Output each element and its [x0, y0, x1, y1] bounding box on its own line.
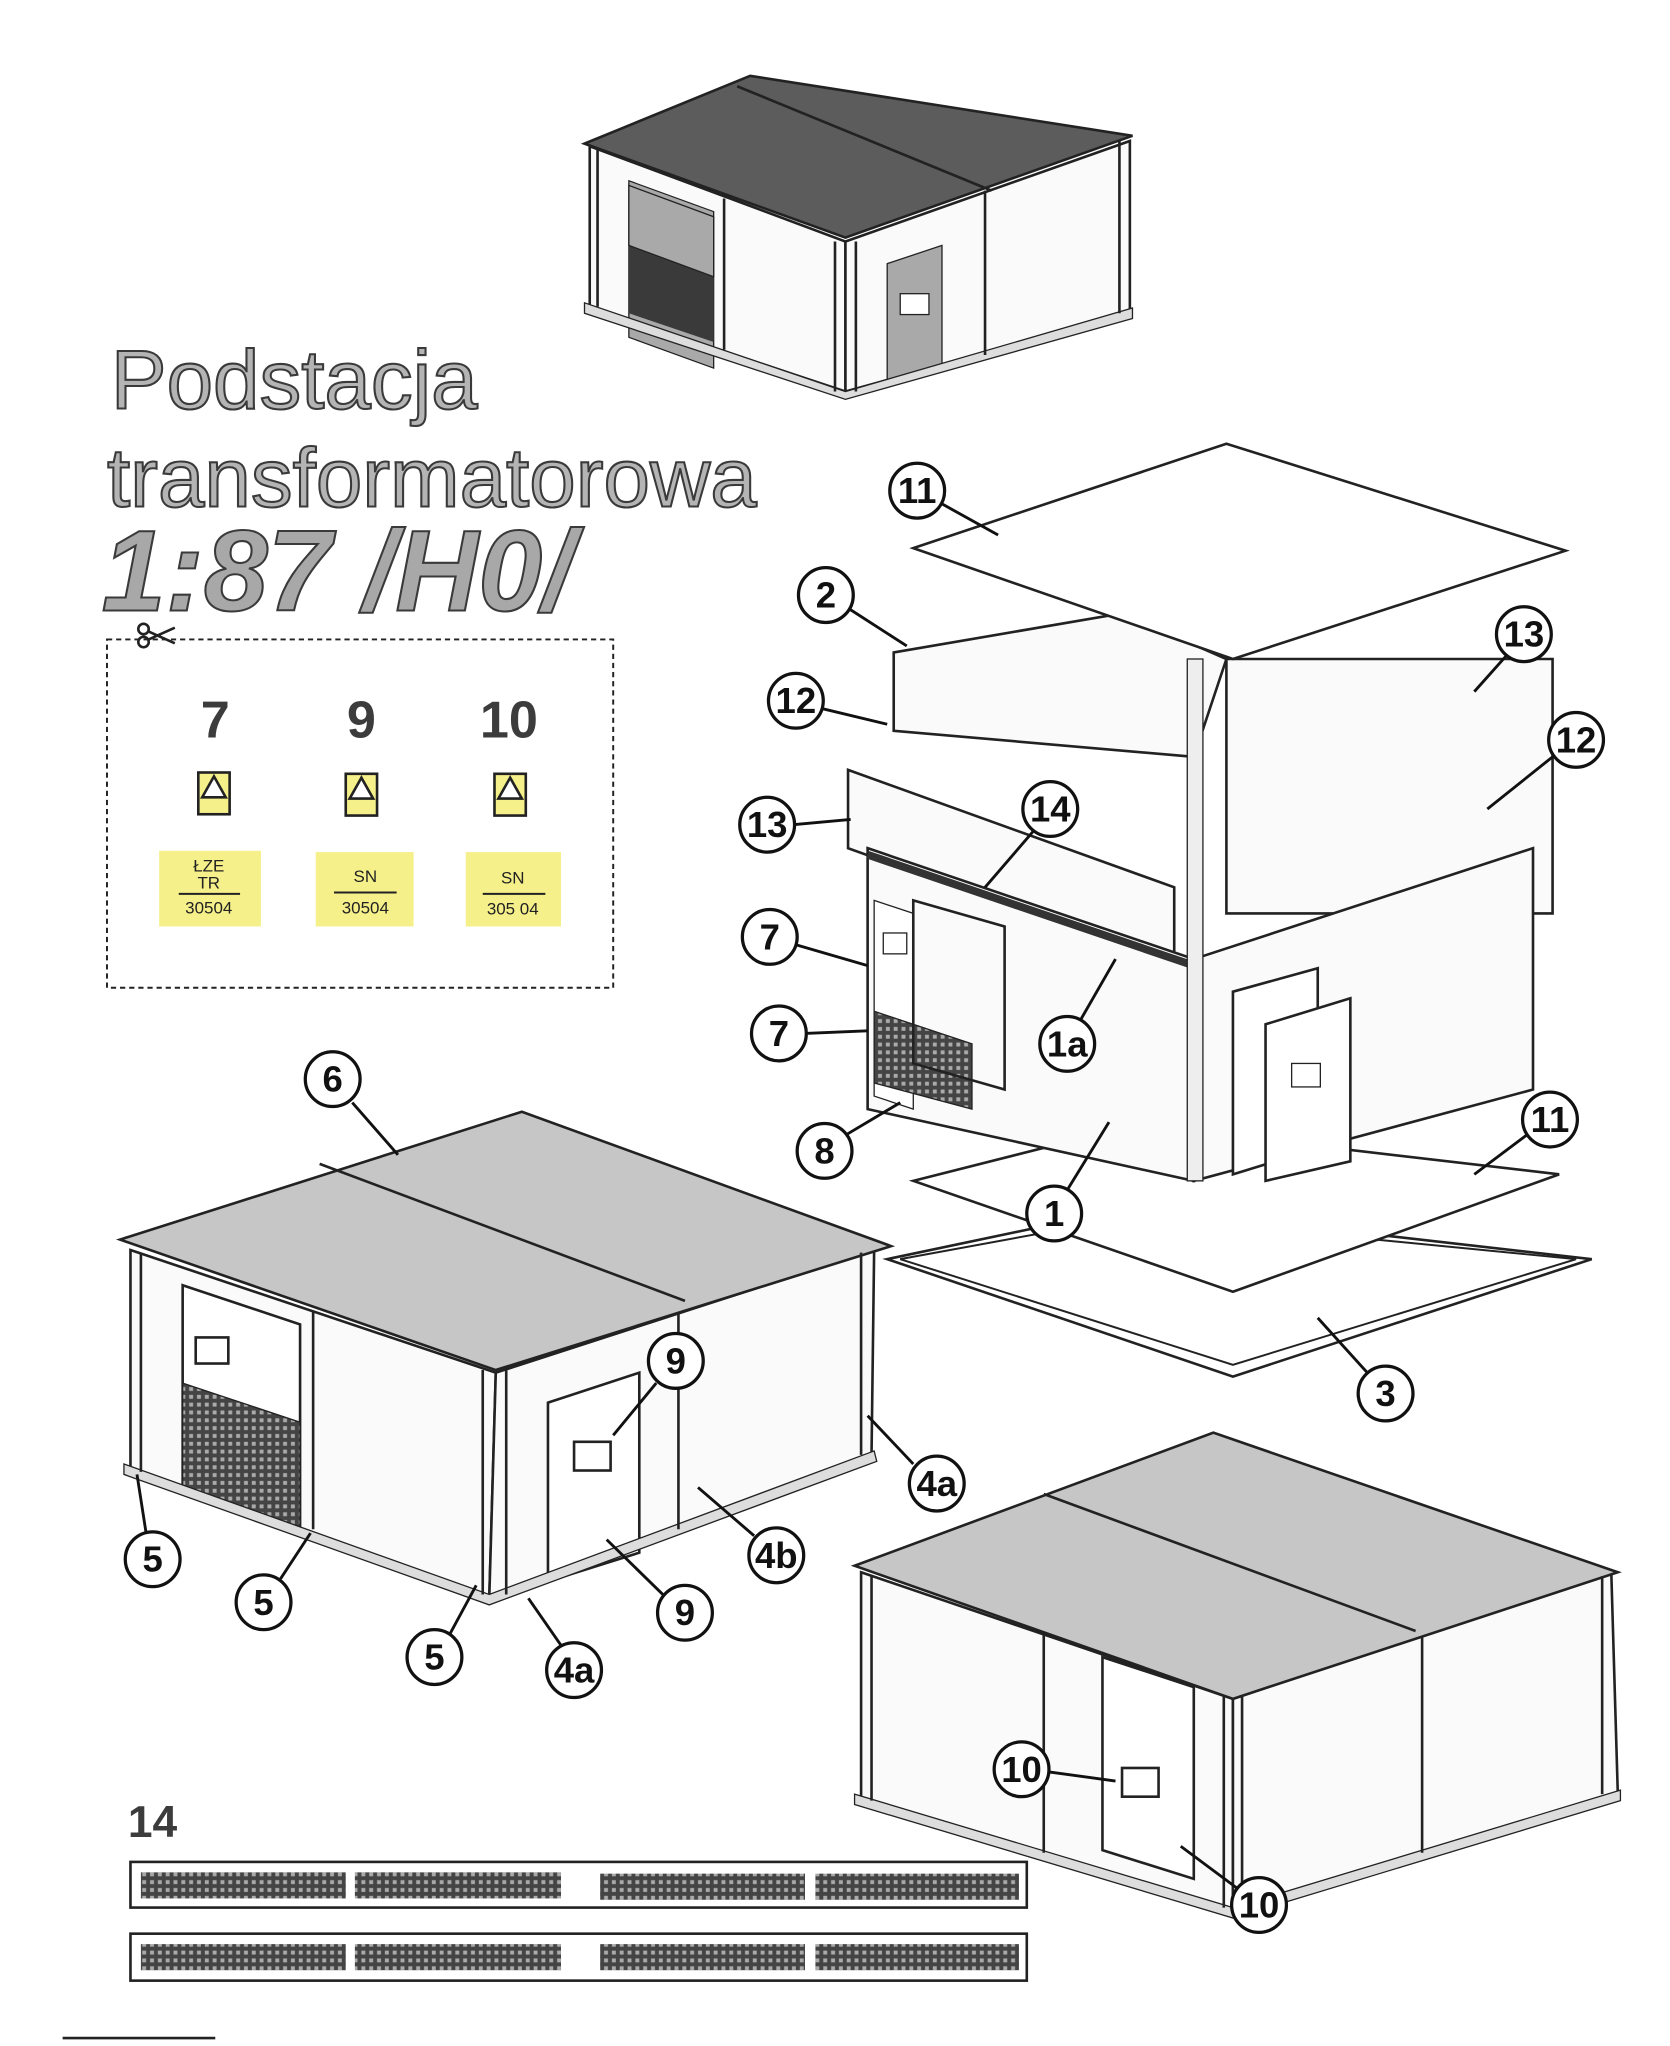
svg-text:13: 13	[747, 804, 788, 845]
exploded-assembly	[846, 442, 1593, 1378]
callout-12-left: 12	[766, 671, 888, 730]
callout-7-lower: 7	[749, 1004, 868, 1063]
callout-9-upper: 9	[612, 1331, 705, 1437]
svg-text:TR: TR	[197, 874, 220, 893]
yellow-label-9: SN 30504	[315, 852, 414, 927]
title-line-2: transformatorowa	[107, 430, 757, 524]
callout-8: 8	[795, 1101, 901, 1180]
svg-text:3: 3	[1375, 1373, 1395, 1414]
svg-text:7: 7	[769, 1013, 789, 1054]
svg-text:4a: 4a	[554, 1650, 595, 1691]
callout-6: 6	[303, 1050, 400, 1156]
callout-10-lower: 10	[1179, 1845, 1289, 1934]
finished-model-back	[850, 1431, 1622, 1919]
svg-text:30504: 30504	[342, 898, 389, 917]
title-line-1: Podstacja	[111, 332, 478, 426]
callout-5-a: 5	[123, 1474, 182, 1589]
svg-text:5: 5	[253, 1582, 273, 1623]
svg-text:8: 8	[814, 1130, 834, 1171]
callout-5-b: 5	[234, 1532, 312, 1632]
svg-text:5: 5	[142, 1539, 162, 1580]
svg-text:14: 14	[1030, 789, 1071, 830]
title-scale: 1:87 /H0/	[102, 508, 584, 636]
yellow-label-7: ŁZE TR 30504	[159, 850, 261, 927]
roof-dark	[580, 74, 1133, 239]
callout-9-lower: 9	[605, 1538, 714, 1642]
svg-text:305 04: 305 04	[487, 900, 539, 919]
callout-12-right: 12	[1486, 710, 1606, 811]
svg-text:2: 2	[816, 575, 836, 616]
callouts: 11 2 13 12 12 13 14 7 7 1a 8 11 1 3 6 9 …	[123, 461, 1606, 1934]
cutout-sheet: 7 9 10 ŁZE TR 30504 SN 30504 SN 305 04	[106, 622, 615, 989]
svg-text:10: 10	[1001, 1749, 1042, 1790]
callout-13-right: 13	[1473, 605, 1553, 693]
svg-text:6: 6	[323, 1059, 343, 1100]
callout-1: 1	[1025, 1121, 1111, 1243]
grille-strip-2	[129, 1932, 1029, 1982]
callout-7-upper: 7	[740, 907, 869, 967]
svg-text:1: 1	[1044, 1193, 1064, 1234]
callout-13-left: 13	[738, 795, 851, 854]
callout-4a-right: 4a	[866, 1414, 966, 1513]
strips-label: 14	[128, 1798, 178, 1847]
svg-text:30504: 30504	[185, 898, 232, 917]
scissors-icon	[136, 622, 176, 649]
yellow-label-10: SN 305 04	[465, 852, 562, 927]
svg-text:ŁZE: ŁZE	[193, 857, 224, 876]
svg-text:13: 13	[1504, 614, 1545, 655]
svg-text:5: 5	[424, 1637, 444, 1678]
svg-text:11: 11	[1531, 1099, 1570, 1140]
callout-4a-front: 4a	[527, 1597, 604, 1700]
svg-text:4a: 4a	[916, 1463, 957, 1504]
callout-11-floor: 11	[1473, 1090, 1579, 1176]
svg-text:12: 12	[1556, 719, 1597, 760]
finished-model-front	[115, 1110, 896, 1606]
svg-text:7: 7	[760, 916, 780, 957]
callout-10-upper: 10	[992, 1740, 1116, 1799]
svg-text:12: 12	[776, 680, 817, 721]
grille-strip-1	[129, 1860, 1029, 1909]
callout-5-c: 5	[405, 1584, 478, 1687]
roof-plate-11	[909, 442, 1570, 661]
svg-text:SN: SN	[354, 867, 378, 886]
callout-3: 3	[1316, 1316, 1415, 1423]
roof-light	[115, 1110, 896, 1372]
svg-text:SN: SN	[501, 868, 525, 887]
svg-text:10: 10	[1239, 1884, 1280, 1925]
sheet-number-9: 9	[347, 691, 376, 749]
callout-1a: 1a	[1038, 958, 1117, 1073]
callout-14: 14	[983, 780, 1080, 889]
sheet-number-7: 7	[201, 691, 230, 749]
svg-text:1a: 1a	[1047, 1023, 1088, 1064]
finished-model-top	[580, 74, 1134, 401]
callout-11-roof: 11	[888, 461, 999, 537]
callout-4b: 4b	[697, 1486, 806, 1585]
svg-text:9: 9	[666, 1340, 686, 1381]
callout-2: 2	[796, 566, 908, 648]
sheet-number-10: 10	[480, 691, 538, 749]
svg-text:4b: 4b	[755, 1535, 798, 1576]
warning-sign-icon	[197, 771, 528, 817]
svg-text:9: 9	[675, 1592, 695, 1633]
svg-text:11: 11	[898, 470, 937, 511]
